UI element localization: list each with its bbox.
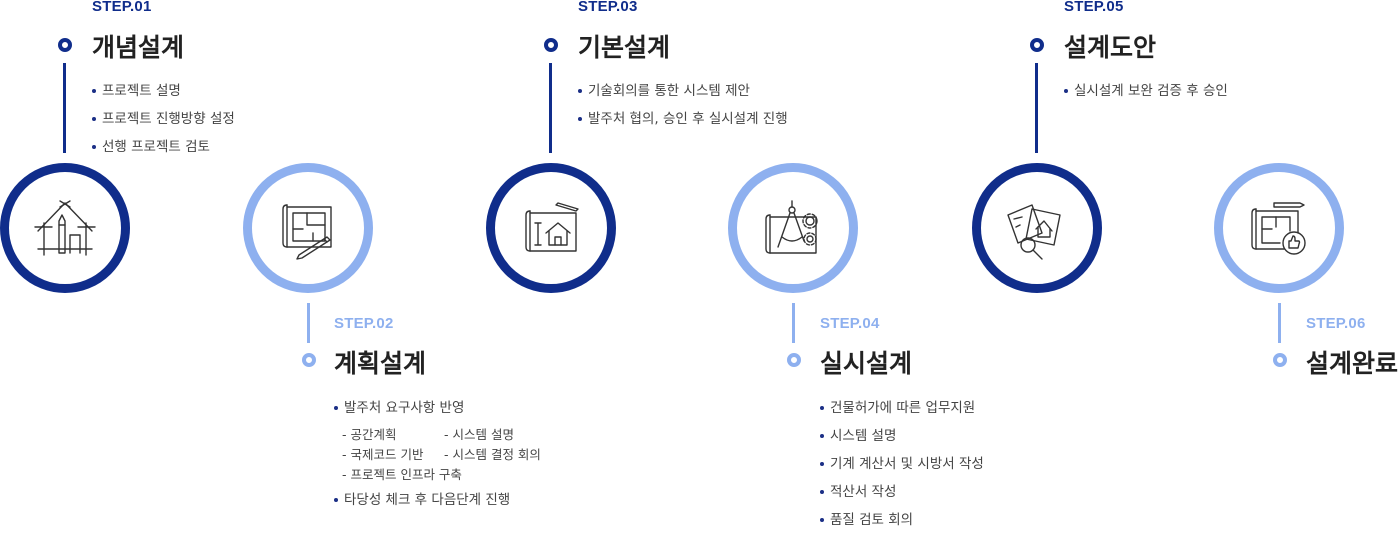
- list-item: 타당성 체크 후 다음단계 진행: [334, 491, 510, 519]
- step-04-list: 건물허가에 따른 업무지원 시스템 설명 기계 계산서 및 시방서 작성 적산서…: [820, 399, 984, 539]
- list-item: 선행 프로젝트 검토: [92, 138, 235, 166]
- list-item: 건물허가에 따른 업무지원: [820, 399, 984, 427]
- step-02-dot: [302, 353, 316, 367]
- step-03-title: 기본설계: [578, 33, 671, 62]
- step-06-connector-line: [1278, 303, 1281, 343]
- step-02-circle: [243, 163, 373, 293]
- step-01-dot: [58, 38, 72, 52]
- step-02-list-bottom: 타당성 체크 후 다음단계 진행: [334, 491, 510, 519]
- step-04-circle: [728, 163, 858, 293]
- house-blueprint-icon: [525, 202, 579, 252]
- blueprint-magnifier-icon: [1007, 204, 1061, 260]
- step-05-circle: [972, 163, 1102, 293]
- step-06-circle: [1214, 163, 1344, 293]
- list-item: 적산서 작성: [820, 483, 984, 511]
- step-02-connector-line: [307, 303, 310, 343]
- list-item: 기술회의를 통한 시스템 제안: [578, 82, 788, 110]
- step-03-connector-line: [549, 63, 552, 153]
- step-04-label: STEP.04: [820, 315, 880, 332]
- list-item: 실시설계 보완 검증 후 승인: [1064, 82, 1228, 110]
- step-02-list-top: 발주처 요구사항 반영: [334, 399, 464, 427]
- list-item: 발주처 협의, 승인 후 실시설계 진행: [578, 110, 788, 138]
- step-06-dot: [1273, 353, 1287, 367]
- step-01-title: 개념설계: [92, 33, 185, 62]
- house-blueprint-pencil-icon: [34, 200, 96, 256]
- compass-gear-blueprint-icon: [765, 200, 818, 254]
- step-02-subitem: - 공간계획: [342, 427, 397, 442]
- step-05-label: STEP.05: [1064, 0, 1124, 15]
- floorplan-pencil-icon: [282, 204, 332, 260]
- step-05-title: 설계도안: [1064, 33, 1157, 62]
- step-04-title: 실시설계: [820, 349, 913, 378]
- step-01-list: 프로젝트 설명 프로젝트 진행방향 설정 선행 프로젝트 검토: [92, 82, 235, 166]
- step-06-label: STEP.06: [1306, 315, 1366, 332]
- step-02-subitem: - 시스템 결정 회의: [444, 447, 541, 462]
- list-item: 품질 검토 회의: [820, 511, 984, 539]
- step-01-circle: [0, 163, 130, 293]
- step-05-dot: [1030, 38, 1044, 52]
- list-item: 기계 계산서 및 시방서 작성: [820, 455, 984, 483]
- list-item: 프로젝트 설명: [92, 82, 235, 110]
- step-02-title: 계획설계: [334, 349, 427, 378]
- step-02-label: STEP.02: [334, 315, 394, 332]
- step-03-label: STEP.03: [578, 0, 638, 15]
- list-item: 시스템 설명: [820, 427, 984, 455]
- list-item: 발주처 요구사항 반영: [334, 399, 464, 427]
- step-05-connector-line: [1035, 63, 1038, 153]
- blueprint-thumbs-up-icon: [1251, 202, 1306, 255]
- step-05-list: 실시설계 보완 검증 후 승인: [1064, 82, 1228, 110]
- step-02-subitem: - 시스템 설명: [444, 427, 514, 442]
- step-04-dot: [787, 353, 801, 367]
- step-01-connector-line: [63, 63, 66, 153]
- list-item: 프로젝트 진행방향 설정: [92, 110, 235, 138]
- step-03-circle: [486, 163, 616, 293]
- step-04-connector-line: [792, 303, 795, 343]
- step-03-list: 기술회의를 통한 시스템 제안 발주처 협의, 승인 후 실시설계 진행: [578, 82, 788, 138]
- step-06-title: 설계완료: [1306, 349, 1399, 378]
- step-02-subitem: - 프로젝트 인프라 구축: [342, 467, 462, 482]
- step-01-label: STEP.01: [92, 0, 152, 15]
- step-02-subitem: - 국제코드 기반: [342, 447, 424, 462]
- step-03-dot: [544, 38, 558, 52]
